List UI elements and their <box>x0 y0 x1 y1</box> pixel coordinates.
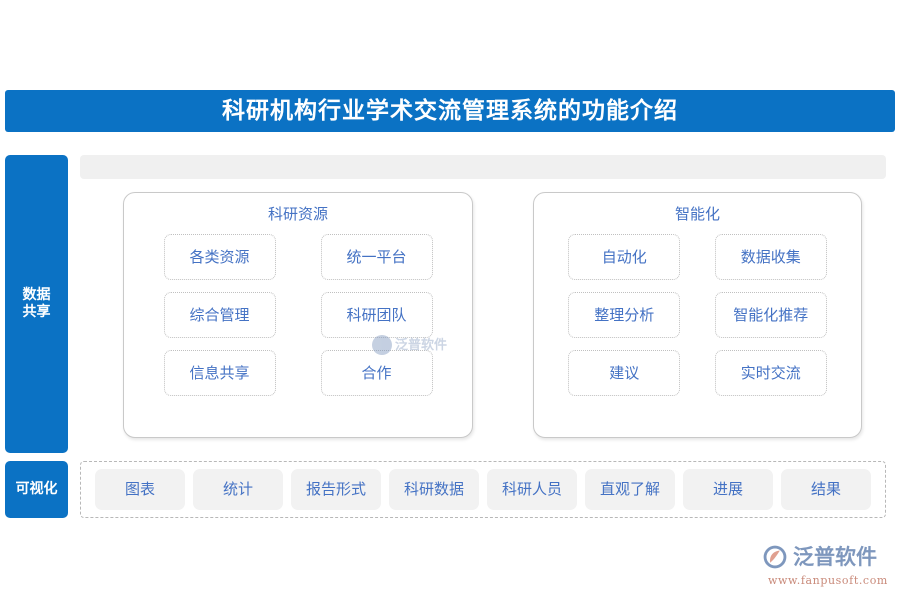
brand-url: www.fanpusoft.com <box>768 574 888 587</box>
card-research-resources: 科研资源 各类资源 统一平台 综合管理 科研团队 信息共享 合作 <box>123 192 473 438</box>
card-research-resources-grid: 各类资源 统一平台 综合管理 科研团队 信息共享 合作 <box>124 234 472 396</box>
chip-visual-3[interactable]: 科研数据 <box>389 469 479 510</box>
chip-intelligent-1[interactable]: 数据收集 <box>714 234 827 280</box>
page-title-bar: 科研机构行业学术交流管理系统的功能介绍 <box>5 90 895 132</box>
chip-visual-0[interactable]: 图表 <box>95 469 185 510</box>
card-intelligent-title: 智能化 <box>674 205 720 223</box>
page-title: 科研机构行业学术交流管理系统的功能介绍 <box>222 97 678 124</box>
chip-intelligent-4[interactable]: 建议 <box>568 350 681 396</box>
chip-visual-4[interactable]: 科研人员 <box>487 469 577 510</box>
chip-research-1[interactable]: 统一平台 <box>320 234 433 280</box>
sidebar-item-visualization[interactable]: 可视化 <box>5 461 68 518</box>
chip-intelligent-3[interactable]: 智能化推荐 <box>714 292 827 338</box>
chip-research-5[interactable]: 合作 <box>320 350 433 396</box>
chip-intelligent-2[interactable]: 整理分析 <box>568 292 681 338</box>
card-intelligent-grid: 自动化 数据收集 整理分析 智能化推荐 建议 实时交流 <box>534 234 861 396</box>
chip-visual-7[interactable]: 结果 <box>781 469 871 510</box>
chip-research-0[interactable]: 各类资源 <box>163 234 276 280</box>
chip-visual-2[interactable]: 报告形式 <box>291 469 381 510</box>
chip-research-4[interactable]: 信息共享 <box>163 350 276 396</box>
sidebar-item-visualization-label: 可视化 <box>15 480 58 497</box>
sidebar-label-line-1: 数据 <box>22 286 51 303</box>
sidebar-item-data-sharing[interactable]: 数据 共享 <box>5 155 68 453</box>
chip-intelligent-0[interactable]: 自动化 <box>568 234 681 280</box>
chip-intelligent-5[interactable]: 实时交流 <box>714 350 827 396</box>
sidebar-item-data-sharing-label: 数据 共享 <box>23 287 51 322</box>
chip-visual-6[interactable]: 进展 <box>683 469 773 510</box>
chip-visual-5[interactable]: 直观了解 <box>585 469 675 510</box>
card-intelligent: 智能化 自动化 数据收集 整理分析 智能化推荐 建议 实时交流 <box>533 192 862 438</box>
brand-logo: 泛普软件 www.fanpusoft.com <box>762 544 892 592</box>
brand-name: 泛普软件 <box>793 544 877 569</box>
card-research-resources-title: 科研资源 <box>267 205 328 223</box>
chip-visual-1[interactable]: 统计 <box>193 469 283 510</box>
fanpu-logo-icon <box>762 544 788 570</box>
visualization-chip-row: 图表 统计 报告形式 科研数据 科研人员 直观了解 进展 结果 <box>80 461 886 518</box>
brand-logo-row: 泛普软件 <box>762 544 892 570</box>
sidebar-label-line-2: 共享 <box>22 304 51 320</box>
chip-research-3[interactable]: 科研团队 <box>320 292 433 338</box>
chip-research-2[interactable]: 综合管理 <box>163 292 276 338</box>
top-grey-panel <box>80 155 886 179</box>
